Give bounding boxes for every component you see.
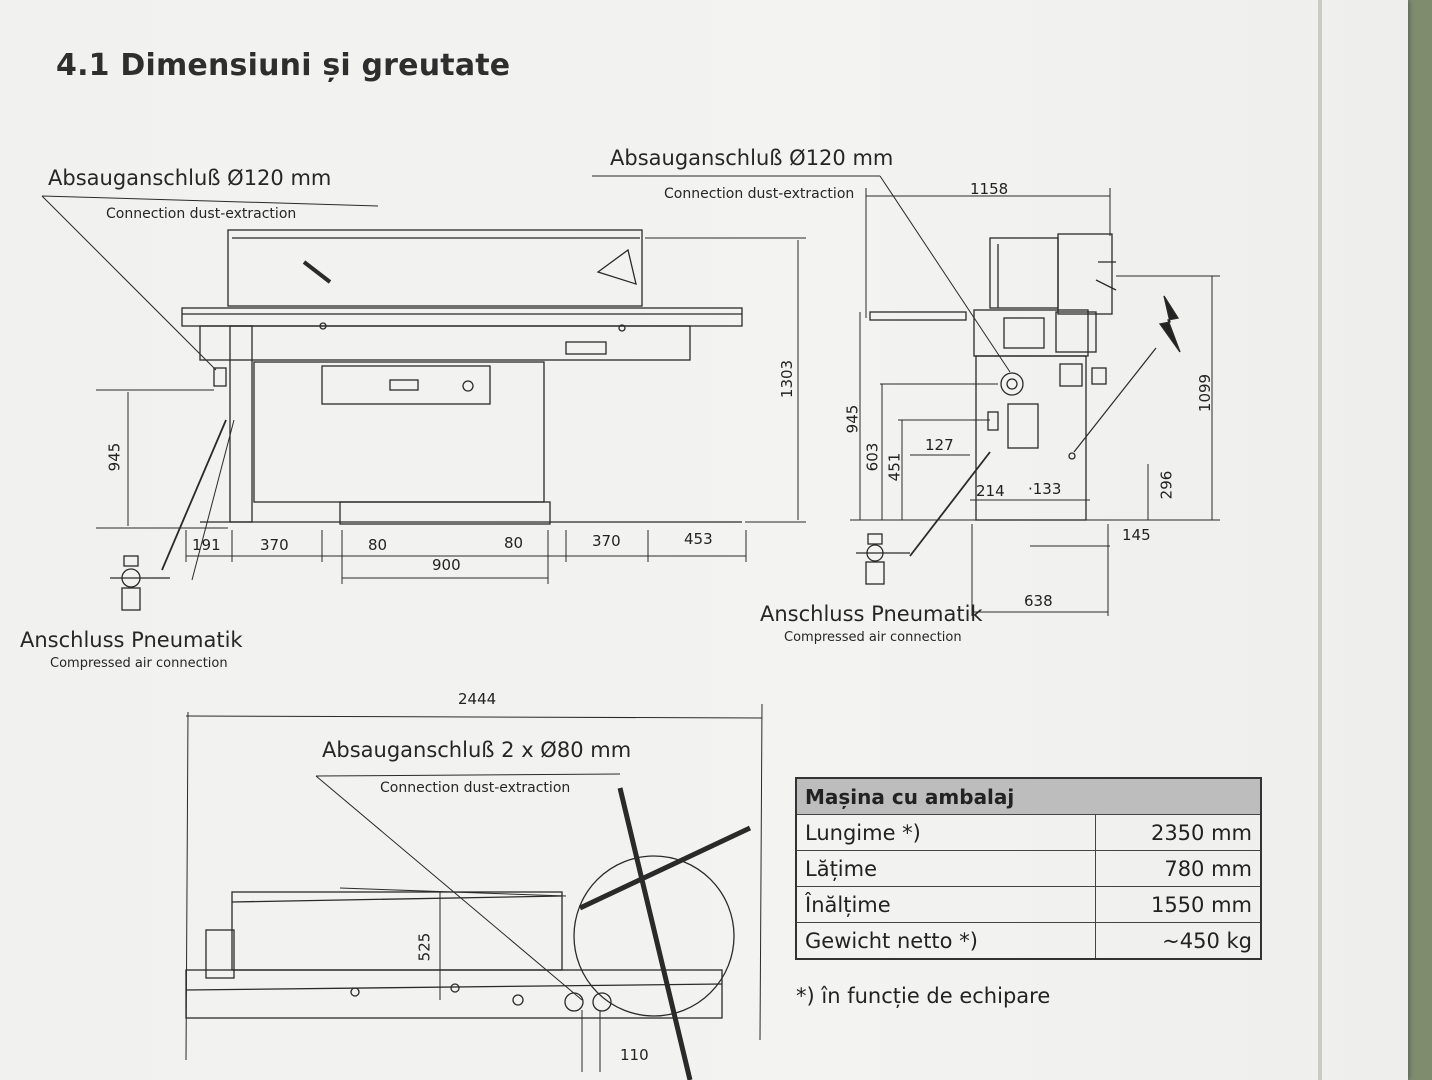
dim-front-80a: 80	[368, 536, 388, 554]
table-row: Înălțime 1550 mm	[795, 886, 1262, 923]
dust-connection-right-sublabel: Connection dust-extraction	[664, 186, 855, 202]
technical-drawing	[41, 175, 1220, 1080]
dim-side-133: ·133	[1028, 480, 1062, 498]
page-edge	[1318, 0, 1322, 1080]
dim-side-214: 214	[976, 482, 1005, 500]
row-value: 780 mm	[1095, 850, 1262, 887]
dim-top-110: 110	[620, 1046, 649, 1064]
dim-front-1303: 1303	[778, 359, 797, 399]
pneumatic-right-sublabel: Compressed air connection	[784, 630, 962, 645]
front-view-machine	[181, 229, 743, 525]
dust-connection-bottom-label: Absauganschluß 2 x Ø80 mm	[322, 738, 632, 762]
row-label: Înălțime	[795, 886, 1096, 923]
dust-connection-left-sublabel: Connection dust-extraction	[106, 206, 297, 222]
row-label: Lungime *)	[795, 814, 1096, 851]
row-label: Gewicht netto *)	[795, 922, 1096, 960]
footnote: *) în funcție de echipare	[796, 984, 1051, 1008]
dim-side-638: 638	[1024, 592, 1053, 610]
dim-front-370b: 370	[592, 532, 621, 550]
dim-top-2444: 2444	[458, 690, 497, 708]
dust-connection-bottom-sublabel: Connection dust-extraction	[380, 780, 571, 796]
packaging-table: Mașina cu ambalaj Lungime *) 2350 mm Lăț…	[795, 777, 1262, 960]
dim-side-451: 451	[885, 452, 904, 482]
packaging-table-header: Mașina cu ambalaj	[795, 777, 1262, 815]
dim-side-945: 945	[843, 404, 862, 434]
dim-front-453: 453	[684, 530, 713, 548]
table-row: Gewicht netto *) ~450 kg	[795, 922, 1262, 960]
dust-connection-right-label: Absauganschluß Ø120 mm	[610, 146, 894, 170]
dim-side-127: 127	[925, 436, 954, 454]
row-label: Lățime	[795, 850, 1096, 887]
dim-side-145: 145	[1122, 526, 1151, 544]
dim-side-1158: 1158	[970, 180, 1009, 198]
pneumatic-left-sublabel: Compressed air connection	[50, 656, 228, 671]
row-value: 2350 mm	[1095, 814, 1262, 851]
row-value: 1550 mm	[1095, 886, 1262, 923]
dust-connection-left-label: Absauganschluß Ø120 mm	[48, 166, 332, 190]
dim-side-296: 296	[1157, 470, 1176, 500]
dim-front-191: 191	[192, 536, 221, 554]
pneumatic-unit-right	[856, 533, 910, 585]
side-view-machine	[869, 233, 1117, 521]
dim-side-1099: 1099	[1196, 373, 1215, 413]
pneumatic-right-label: Anschluss Pneumatik	[760, 602, 983, 626]
table-row: Lungime *) 2350 mm	[795, 814, 1262, 851]
dim-front-80b: 80	[504, 534, 524, 552]
top-view-machine	[185, 787, 752, 1080]
dim-front-945: 945	[105, 442, 124, 472]
pneumatic-unit-left	[110, 555, 170, 611]
pneumatic-left-label: Anschluss Pneumatik	[20, 628, 243, 652]
table-row: Lățime 780 mm	[795, 850, 1262, 887]
row-value: ~450 kg	[1095, 922, 1262, 960]
dim-top-525: 525	[415, 932, 434, 962]
section-heading: 4.1 Dimensiuni și greutate	[56, 48, 511, 83]
dim-front-370a: 370	[260, 536, 289, 554]
dim-front-900: 900	[432, 556, 461, 574]
dim-side-603: 603	[863, 442, 882, 472]
